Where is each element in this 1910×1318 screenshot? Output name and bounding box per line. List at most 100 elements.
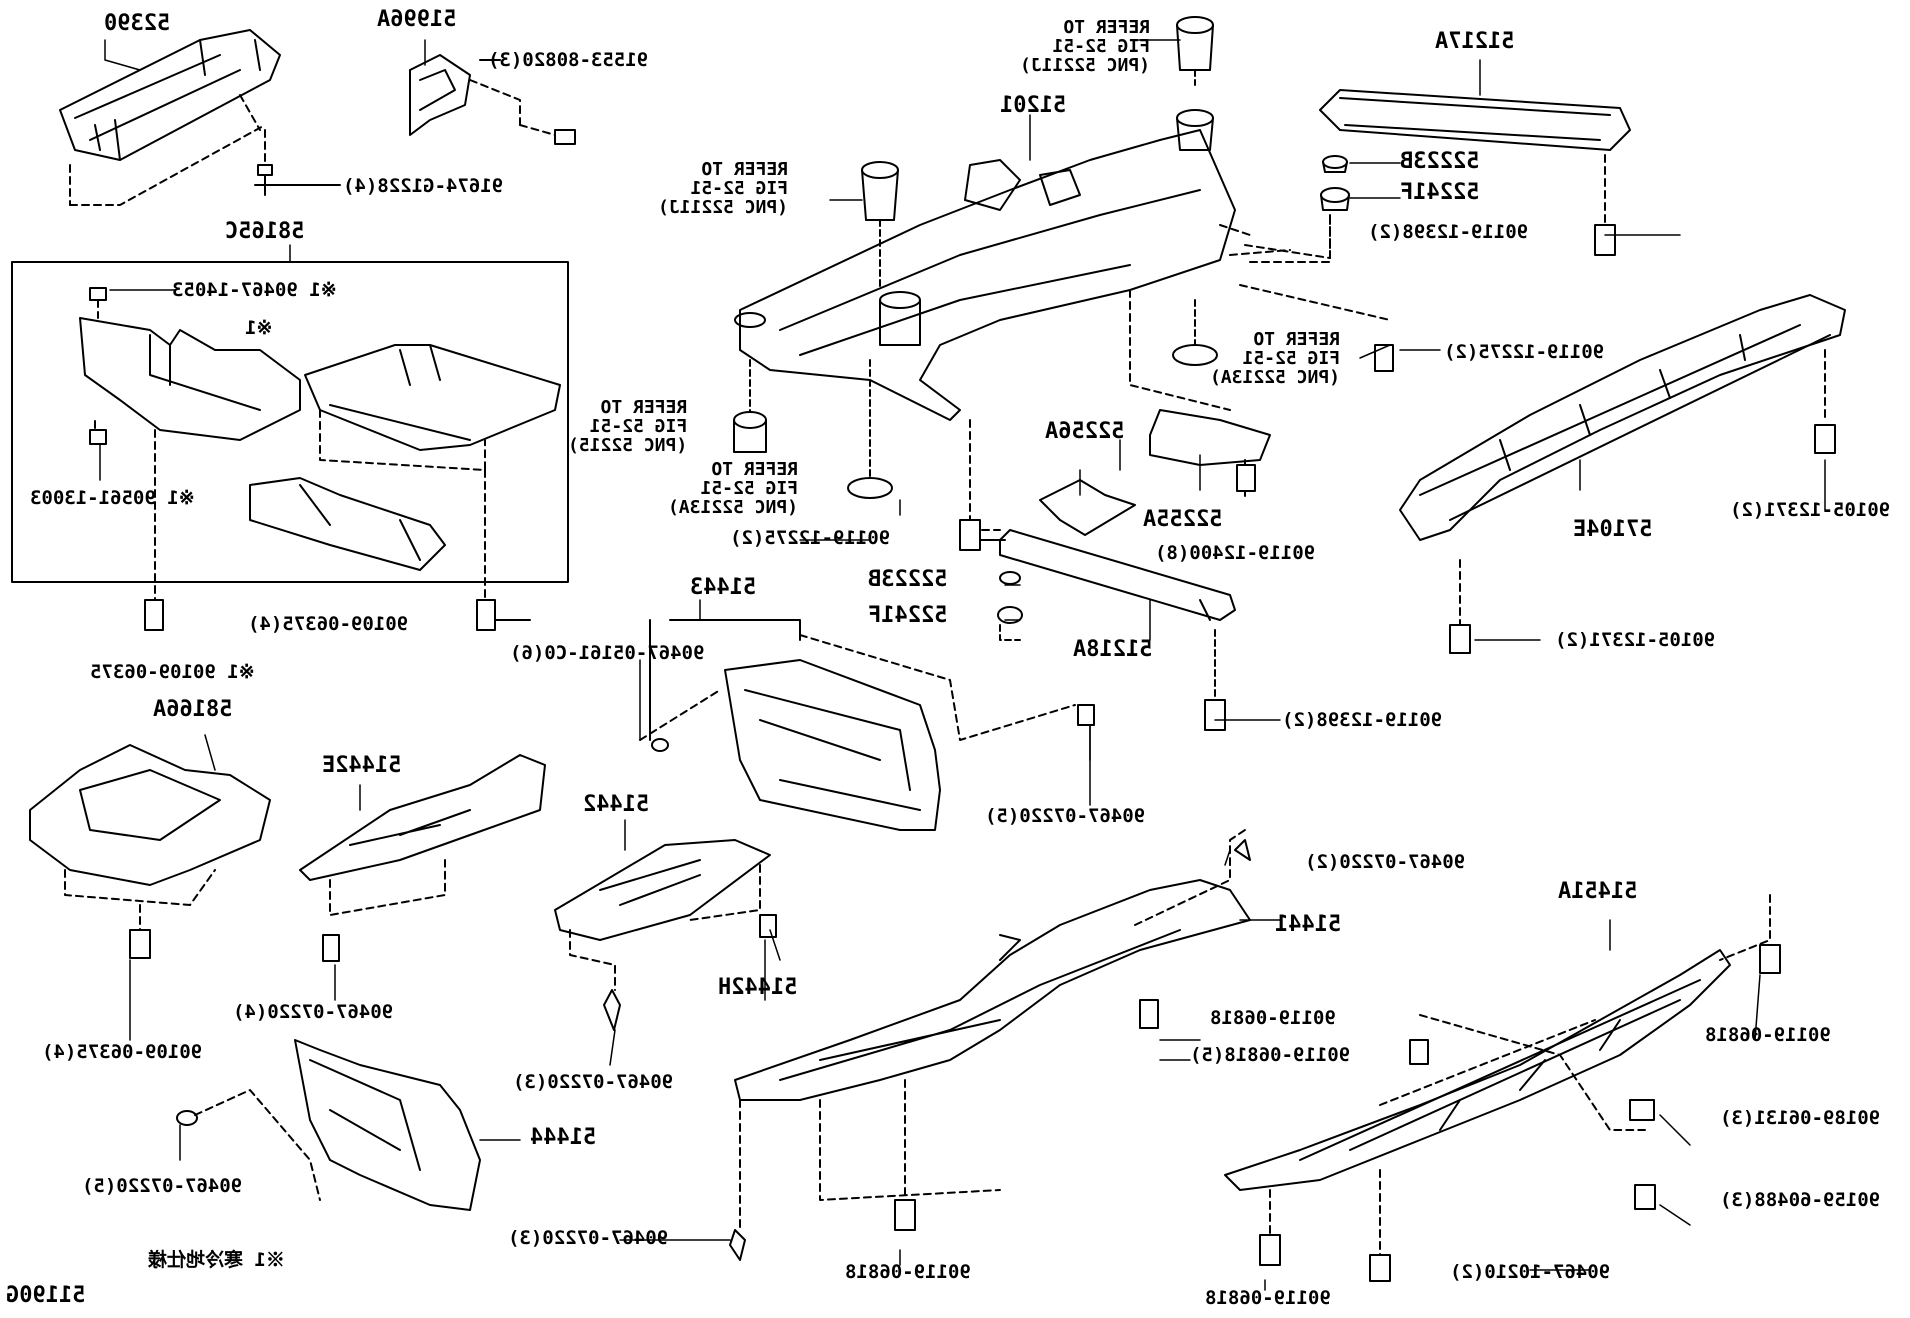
ref-note-c: REFER TO FIG 52-51 (PNC 52213A) <box>1210 329 1341 388</box>
label-90467-10210: 90467-10210(2) <box>1450 1261 1611 1283</box>
label-57104E: 57104E <box>1573 517 1653 542</box>
label-52223B-a: 52223B <box>868 567 948 592</box>
part-51441 <box>729 829 1251 1261</box>
part-51218A <box>997 529 1236 731</box>
label-52256A: 52256A <box>1045 419 1125 444</box>
label-51451A: 51451A <box>1558 879 1638 904</box>
ref-note-c-line3: (PNC 52213A) <box>1210 367 1341 388</box>
label-90119-06818-5: 90119-06818(5) <box>1190 1044 1351 1066</box>
ref-note-a: REFER TO FIG 52-51 (PNC 52211J) <box>1020 17 1151 76</box>
ref-note-d-line3: (PNC 52215) <box>568 435 688 456</box>
bolt-91674 <box>254 164 341 196</box>
ref-note-b-line3: (PNC 52211J) <box>658 197 789 218</box>
bushing-52211J-a <box>1176 16 1214 86</box>
label-mark1: ※1 <box>245 317 273 339</box>
part-51217A <box>1249 89 1631 263</box>
label-90109-b: 90109-06375(4) <box>248 613 409 635</box>
footnote-cold-climate: ※1 寒冷地仕様 <box>148 1249 285 1271</box>
label-51201: 51201 <box>1000 93 1067 118</box>
part-52255A <box>1149 409 1271 501</box>
label-90467-07220-5a: 90467-07220(5) <box>82 1175 243 1197</box>
label-52223B-b: 52223B <box>1400 149 1480 174</box>
ref-note-b: REFER TO FIG 52-51 (PNC 52211J) <box>658 159 789 218</box>
label-90189: 90189-06131(3) <box>1720 1107 1881 1129</box>
label-52241F-b: 52241F <box>1400 180 1480 205</box>
bushing-52211J-b <box>861 161 899 291</box>
ref-note-e-line1: REFER TO <box>711 459 799 480</box>
label-51442E: 51442E <box>322 753 402 778</box>
part-51444 <box>176 1039 481 1211</box>
part-51201-crossmember <box>734 109 1391 531</box>
label-90119-06818-d: 90119-06818 <box>1205 1287 1331 1309</box>
label-90119-12400: 90119-12400(8) <box>1155 542 1316 564</box>
part-58165C-cover-right <box>304 344 561 601</box>
label-51442H: 51442H <box>718 975 798 1000</box>
label-90467-07220-3b: 90467-07220(3) <box>508 1227 669 1249</box>
part-52256A <box>1039 479 1136 536</box>
label-90119-12398-b: 90119-12398(2) <box>1282 709 1443 731</box>
ref-note-d-line1: REFER TO <box>600 397 688 418</box>
label-90159: 90159-60488(3) <box>1720 1189 1881 1211</box>
label-90467-07220-4: 90467-07220(4) <box>233 1001 394 1023</box>
label-90119-06818-b: 90119-06818 <box>845 1261 971 1283</box>
ref-note-a-line2: FIG 52-51 <box>1052 36 1151 57</box>
label-90109-a: ※1 90109-06375 <box>90 661 255 683</box>
label-58165C: 58165C <box>225 219 305 244</box>
label-90105-b: 90105-12371(2) <box>1555 629 1716 651</box>
label-51443: 51443 <box>690 575 757 600</box>
ref-note-e: REFER TO FIG 52-51 (PNC 52213A) <box>668 459 799 518</box>
label-91674: 91674-G1228(4) <box>343 175 504 197</box>
part-51443-shield <box>639 619 1095 831</box>
label-91553: 91553-80820(3) <box>488 49 649 71</box>
ref-note-d: REFER TO FIG 52-51 (PNC 52215) <box>568 397 688 456</box>
bolt-90119-12275-a <box>959 519 1006 551</box>
label-51442: 51442 <box>583 792 650 817</box>
label-52255A: 52255A <box>1143 507 1223 532</box>
ref-note-a-line1: REFER TO <box>1063 17 1151 38</box>
label-90109-c: 90109-06375(4) <box>42 1041 203 1063</box>
ref-note-c-line1: REFER TO <box>1253 329 1341 350</box>
ref-note-b-line1: REFER TO <box>701 159 789 180</box>
part-58166A <box>29 744 271 959</box>
part-58165C-strip <box>249 477 446 571</box>
ref-note-e-line3: (PNC 52213A) <box>668 497 799 518</box>
label-51444: 51444 <box>530 1125 597 1150</box>
ref-note-d-line2: FIG 52-51 <box>589 416 688 437</box>
part-58165C-cover-left <box>79 287 301 601</box>
label-90467-07220-5b: 90467-07220(5) <box>985 805 1146 827</box>
part-51451A <box>1224 894 1781 1282</box>
label-90119-06818-a: 90119-06818 <box>1210 1007 1336 1029</box>
label-51996A: 51996A <box>377 7 457 32</box>
label-58166A: 58166A <box>153 697 233 722</box>
part-57104E <box>1374 294 1846 654</box>
callout-leaders <box>99 39 1826 1291</box>
part-52390-bracket <box>59 29 281 206</box>
label-51217A: 51217A <box>1435 29 1515 54</box>
label-90467-07220-2: 90467-07220(2) <box>1305 851 1466 873</box>
label-90105-a: 90105-12371(2) <box>1730 499 1891 521</box>
part-51996A-bracket <box>409 54 576 145</box>
label-90119-06818-c: 90119-06818 <box>1705 1024 1831 1046</box>
part-51442 <box>554 839 777 1031</box>
label-90561: ※1 90561-13003 <box>30 487 195 509</box>
ref-note-e-line2: FIG 52-51 <box>700 478 799 499</box>
bushing-52213A <box>847 299 1218 499</box>
figure-id: 51190G <box>6 1283 86 1308</box>
bushing-52215 <box>733 359 767 453</box>
label-90119-12275-a: 90119-12275(2) <box>730 527 891 549</box>
label-52241F-a: 52241F <box>868 603 948 628</box>
label-51218A: 51218A <box>1073 637 1153 662</box>
ref-note-c-line2: FIG 52-51 <box>1242 348 1341 369</box>
bolts-90109 <box>144 599 531 631</box>
label-52390: 52390 <box>104 11 171 36</box>
label-90467-14053: ※1 90467-14053 <box>172 279 337 301</box>
ref-note-b-line2: FIG 52-51 <box>690 178 789 199</box>
label-90467-07220-3a: 90467-07220(3) <box>513 1071 674 1093</box>
label-90119-12275-b: 90119-12275(2) <box>1444 341 1605 363</box>
label-90119-12398-a: 90119-12398(2) <box>1368 221 1529 243</box>
label-90467-05161: 90467-05161-C0(6) <box>510 642 705 664</box>
part-51442E <box>299 754 546 962</box>
label-51441: 51441 <box>1275 912 1342 937</box>
